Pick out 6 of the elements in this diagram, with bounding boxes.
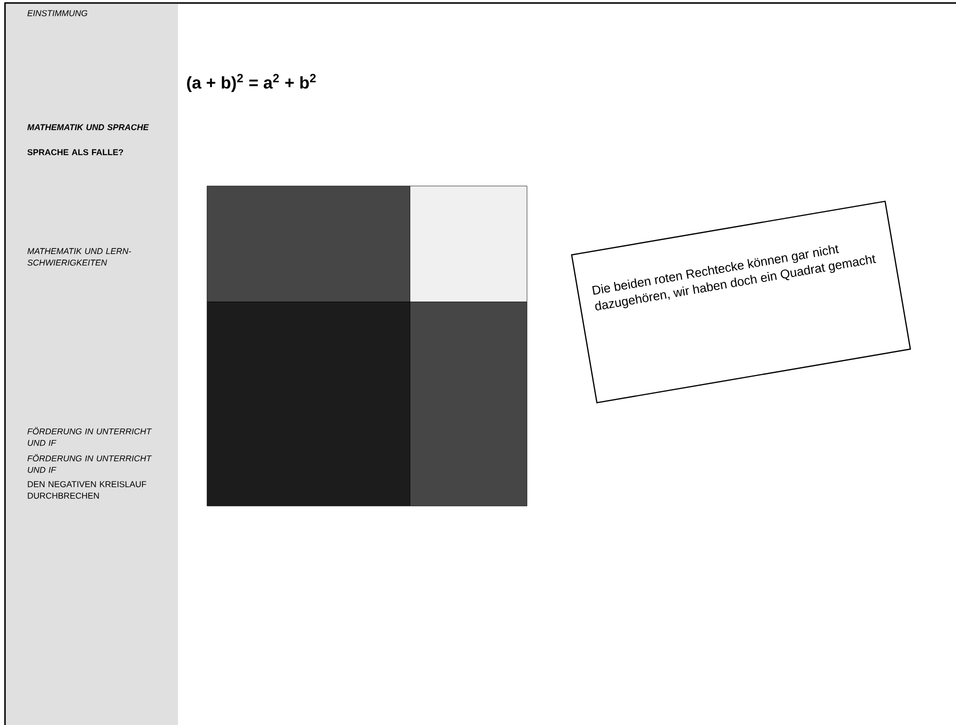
square-tile [206,302,410,506]
square-tile [410,186,528,302]
square-tile [206,186,410,302]
square-tile [410,302,528,506]
sidebar-menu: EINSTIMMUNG MATHEMATIK UND SPRACHE SPRACHE ALS FALLE? MATHEMATIK UND LERN- SCHWIERIGKEITEN FÖRDERUNG IN UNTERRICHT UND IF FÖRDERUNG IN UNTERRICHT UND IF DEN NEGATIVEN KREISLAUF DURCHBRECHEN [6,4,178,725]
formula-heading: (a + b)$^{2}$ = a$^{2}$ + b$^{2}$ [187,74,316,92]
